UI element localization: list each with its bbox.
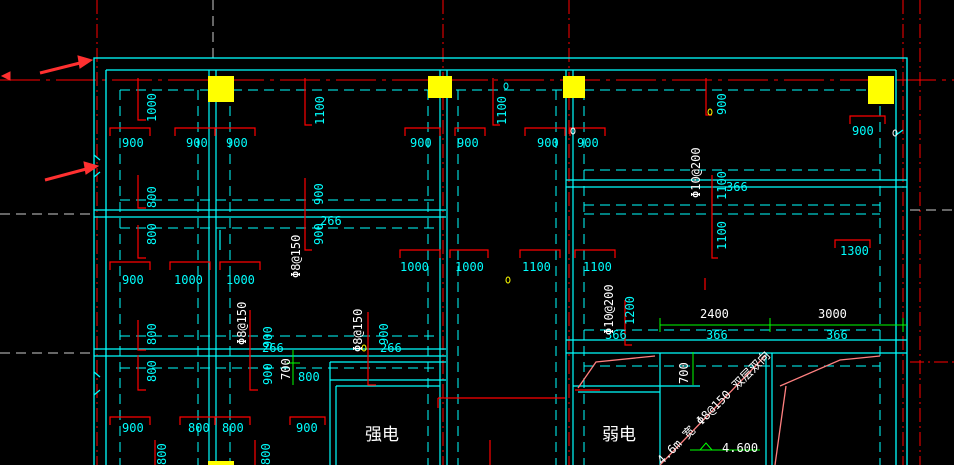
dim-text: 900	[852, 124, 874, 138]
small-markers	[361, 82, 898, 352]
dim-text: 3000	[818, 307, 847, 321]
dim-text: 800	[145, 186, 159, 208]
ramp-lines	[577, 354, 881, 465]
dim-text: 800	[155, 443, 169, 465]
dim-text: 900	[577, 136, 599, 150]
dim-text: 900	[715, 93, 729, 115]
dim-text: 900	[296, 421, 318, 435]
dim-text: 900	[261, 326, 275, 348]
dim-text: 1000	[145, 93, 159, 122]
dim-text: 900	[312, 223, 326, 245]
dim-text: 1200	[623, 296, 637, 325]
dim-text: 366	[826, 328, 848, 342]
dim-text: 900	[457, 136, 479, 150]
dim-text: 266	[320, 214, 342, 228]
slab-dashed-lines	[119, 89, 881, 465]
dim-text: 900	[261, 363, 275, 385]
room-label-weak-power: 弱电	[602, 425, 636, 445]
dim-text: 1000	[174, 273, 203, 287]
dim-text: 800	[145, 323, 159, 345]
dim-text: 266	[262, 341, 284, 355]
dim-text: 900	[226, 136, 248, 150]
dim-text: 900	[122, 421, 144, 435]
dim-text: 800	[259, 443, 273, 465]
rebar-text: Φ8@150	[289, 235, 303, 278]
dim-text: 1100	[522, 260, 551, 274]
elevation-marker	[699, 442, 713, 451]
vertical-dimension-texts: 1000 1100 1100 900 800 800 900 900 1100 …	[145, 93, 729, 465]
elevation-text: 4.600	[722, 441, 758, 455]
dim-text: 900	[537, 136, 559, 150]
rebar-text: Φ8@150	[235, 302, 249, 345]
dim-text: 900	[312, 183, 326, 205]
dim-text: 1000	[400, 260, 429, 274]
dim-text: 266	[380, 341, 402, 355]
dim-text: 2400	[700, 307, 729, 321]
dim-text: 800	[298, 370, 320, 384]
dimension-lines	[287, 318, 907, 451]
dim-text: 900	[377, 323, 391, 345]
dim-text: 366	[726, 180, 748, 194]
beams	[94, 70, 907, 465]
dim-text: 1100	[715, 221, 729, 250]
dim-text: 800	[188, 421, 210, 435]
dim-text: 1100	[313, 96, 327, 125]
dim-text: 900	[410, 136, 432, 150]
dim-text: 700	[677, 362, 691, 384]
dim-text: 800	[222, 421, 244, 435]
rebar-text: Φ10@200	[602, 284, 616, 335]
rebar-text: Φ8@150	[351, 309, 365, 352]
columns	[208, 76, 894, 465]
dimension-texts: 900 900 900 900 900 900 900 900 900 1000…	[122, 124, 874, 455]
dim-text: 1000	[226, 273, 255, 287]
rebar-marks	[109, 78, 886, 465]
dim-text: 900	[122, 136, 144, 150]
dim-text: 800	[145, 360, 159, 382]
dim-text: 800	[145, 223, 159, 245]
dim-text: 900	[122, 273, 144, 287]
dim-text: 1100	[715, 171, 729, 200]
dim-text: 700	[279, 358, 293, 380]
room-label-strong-power: 强电	[365, 425, 399, 445]
dim-text: 900	[186, 136, 208, 150]
dim-text: 366	[706, 328, 728, 342]
dim-text: 1100	[495, 96, 509, 125]
rebar-text: Φ10@200	[689, 147, 703, 198]
dim-text: 1100	[583, 260, 612, 274]
dim-text: 1000	[455, 260, 484, 274]
dim-text: 366	[605, 328, 627, 342]
grid-reference-lines	[0, 0, 954, 354]
dim-text: 1300	[840, 244, 869, 258]
annotation-arrows	[0, 55, 100, 182]
